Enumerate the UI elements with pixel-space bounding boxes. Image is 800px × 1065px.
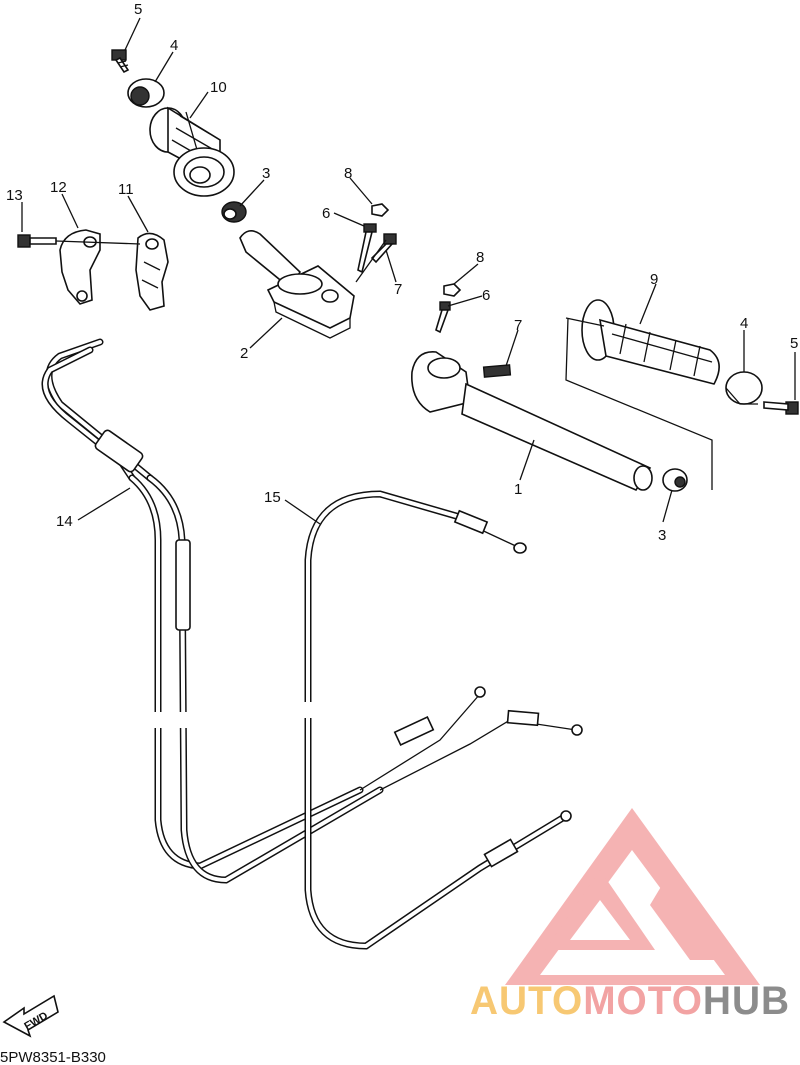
callout-11: 11 xyxy=(118,181,134,198)
callout-9: 9 xyxy=(650,271,658,288)
weight-4-right xyxy=(725,371,763,405)
grip-10 xyxy=(149,106,235,197)
assembly-line xyxy=(55,240,141,245)
callout-7a: 7 xyxy=(394,281,402,298)
callout-5b: 5 xyxy=(790,335,798,352)
nut-8-right xyxy=(443,283,462,297)
callout-6b: 6 xyxy=(482,287,490,304)
callout-8a: 8 xyxy=(344,165,352,182)
callout-4b: 4 xyxy=(740,315,748,332)
clutch-cable-15 xyxy=(300,490,572,950)
holder-11 xyxy=(135,232,169,311)
watermark-moto: MOTO xyxy=(583,979,703,1023)
callout-14: 14 xyxy=(56,513,73,530)
fwd-arrow-icon: FWD xyxy=(2,994,59,1038)
grip-9 xyxy=(581,299,720,385)
callout-1: 1 xyxy=(514,481,522,498)
screw-6-right xyxy=(435,301,451,334)
callouts: 5 4 10 3 8 6 7 13 12 11 2 8 6 7 9 4 5 1 … xyxy=(6,1,798,544)
callout-7b: 7 xyxy=(514,317,522,334)
callout-15: 15 xyxy=(264,489,281,506)
leader-lines xyxy=(21,17,796,525)
callout-3b: 3 xyxy=(658,527,666,544)
svg-text:AUTOMOTOHUB: AUTOMOTOHUB xyxy=(470,979,790,1023)
collar-3-top xyxy=(221,201,247,223)
callout-6a: 6 xyxy=(322,205,330,222)
screw-5-top xyxy=(111,49,130,74)
nut-8-top xyxy=(371,203,390,217)
watermark-auto: AUTO xyxy=(470,979,583,1023)
callout-2: 2 xyxy=(240,345,248,362)
throttle-cables-14 xyxy=(41,338,583,884)
diagram-code: 5PW8351-B330 xyxy=(0,1049,106,1065)
handlebar-1 xyxy=(411,351,653,492)
screw-7-top xyxy=(370,233,397,264)
throttle-housing-2 xyxy=(239,230,355,339)
bolt-13 xyxy=(17,234,57,248)
watermark-logo xyxy=(505,808,760,985)
callout-13: 13 xyxy=(6,187,23,204)
watermark-hub: HUB xyxy=(703,979,790,1023)
weight-4-top xyxy=(127,78,165,108)
screw-6-top xyxy=(357,223,377,274)
holder-12 xyxy=(59,229,101,305)
watermark-text: AUTOMOTOHUB xyxy=(470,979,790,1023)
callout-5a: 5 xyxy=(134,1,142,18)
callout-8b: 8 xyxy=(476,249,484,266)
leader-screw xyxy=(355,239,387,283)
screw-5-right xyxy=(763,401,799,415)
assembly-frame xyxy=(565,317,713,490)
callout-4a: 4 xyxy=(170,37,178,54)
callout-12: 12 xyxy=(50,179,67,196)
callout-10: 10 xyxy=(210,79,227,96)
callout-3a: 3 xyxy=(262,165,270,182)
collar-3-right xyxy=(662,468,688,492)
